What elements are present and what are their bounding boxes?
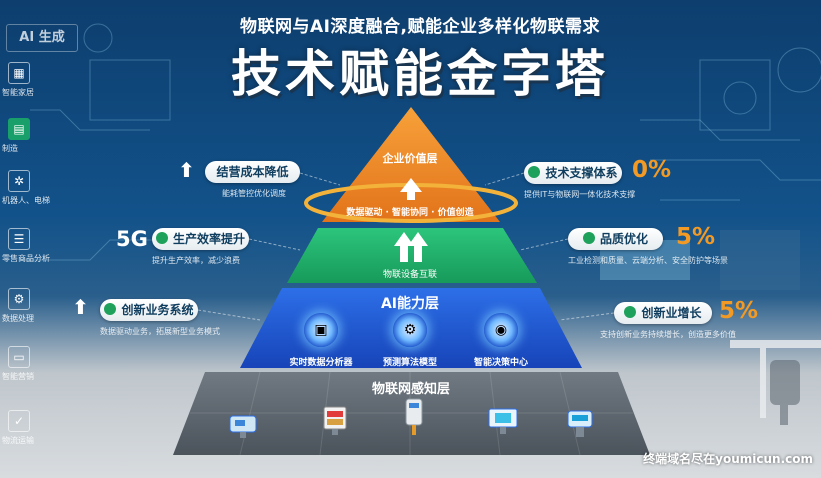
ai-generated-badge: AI 生成 bbox=[6, 24, 78, 52]
ring-slogan: 数据驱动 · 智能协同 · 价值创造 bbox=[346, 208, 474, 218]
percent-value: 5% bbox=[676, 224, 716, 250]
callout-cost-reduction: 结营成本降低 bbox=[205, 161, 300, 183]
list-icon: ☰ bbox=[8, 228, 30, 250]
footer-watermark: 终端域名尽在youmicun.com bbox=[643, 452, 813, 466]
top-layer-shape bbox=[322, 107, 500, 222]
sidebar-item-logistics[interactable]: ✓ 物流运输 bbox=[2, 410, 76, 446]
callout-quality: 品质优化 bbox=[568, 228, 663, 250]
ai-module-prediction-model: ⚙ 预测算法模型 bbox=[367, 313, 453, 368]
device-icon: ▭ bbox=[8, 346, 30, 368]
rfid-reader-icon bbox=[316, 404, 354, 438]
sidebar-item-smart-home[interactable]: ▦ 智能家居 bbox=[2, 62, 76, 98]
status-dot-icon bbox=[155, 232, 168, 244]
sidebar-item-label: 机器人、电梯 bbox=[2, 196, 50, 205]
cpu-icon: ✲ bbox=[8, 170, 30, 192]
sidebar-item-label: 数据处理 bbox=[2, 314, 34, 323]
callout-innovation-growth: 创新业增长 bbox=[614, 302, 712, 324]
callout-label: 品质优化 bbox=[599, 232, 648, 246]
callout-desc: 提升生产效率，减少浪费 bbox=[152, 256, 240, 265]
gateway-icon bbox=[395, 398, 433, 435]
ai-module-label: 智能决策中心 bbox=[473, 358, 528, 368]
sidebar-item-label: 零售商品分析 bbox=[2, 254, 50, 263]
ai-layer-label: AI能力层 bbox=[380, 296, 440, 312]
gear-icon: ⚙ bbox=[8, 288, 30, 310]
callout-desc: 能耗管控优化调度 bbox=[222, 189, 286, 198]
sidebar: AI 生成 ▦ 智能家居 ▤ 制造 ✲ 机器人、电梯 ☰ 零售商品分析 ⚙ 数据… bbox=[0, 0, 78, 478]
edge-node-icon bbox=[561, 406, 599, 440]
arrow-up-icon: ⬆ bbox=[178, 158, 195, 182]
ai-module-realtime-analysis: ▣ 实时数据分析器 bbox=[278, 313, 364, 368]
sidebar-item-label: 制造 bbox=[2, 144, 18, 153]
ai-module-label: 实时数据分析器 bbox=[289, 358, 353, 368]
status-dot-icon bbox=[104, 303, 117, 315]
check-icon: ✓ bbox=[8, 410, 30, 432]
ai-module-label: 预测算法模型 bbox=[382, 358, 437, 368]
brain-icon: ◉ bbox=[484, 313, 518, 347]
chip-icon: ▦ bbox=[8, 62, 30, 84]
callout-label: 结营成本降低 bbox=[216, 165, 289, 179]
ai-module-decision-center: ◉ 智能决策中心 bbox=[458, 313, 544, 368]
callout-desc: 数据驱动业务，拓展新型业务模式 bbox=[100, 327, 220, 336]
percent-value: 5% bbox=[719, 298, 759, 324]
callout-tech-support: 技术支撑体系 bbox=[524, 162, 622, 184]
status-dot-icon bbox=[582, 232, 595, 244]
monitor-device-icon bbox=[484, 404, 522, 438]
percent-value: 0% bbox=[632, 157, 672, 183]
callout-label: 创新业增长 bbox=[641, 306, 702, 320]
sensor-device-icon bbox=[225, 408, 263, 442]
arrow-up-icon: ⬆ bbox=[72, 295, 89, 319]
fiveg-badge: 5G bbox=[116, 227, 148, 251]
callout-new-business: 创新业务系统 bbox=[100, 299, 198, 321]
sidebar-item-label: 物流运输 bbox=[2, 436, 34, 445]
middle-layer-shape bbox=[287, 228, 537, 283]
page-subtitle: 物联网与AI深度融合,赋能企业多样化物联需求 bbox=[240, 17, 600, 37]
callout-desc: 支持创新业务持续增长，创造更多价值 bbox=[600, 330, 736, 339]
callout-label: 技术支撑体系 bbox=[545, 166, 618, 180]
base-layer-label: 物联网感知层 bbox=[371, 382, 450, 397]
callout-label: 创新业务系统 bbox=[121, 303, 194, 317]
status-dot-icon bbox=[528, 166, 541, 178]
sidebar-item-data-processing[interactable]: ⚙ 数据处理 bbox=[2, 288, 76, 324]
callout-desc: 工业检测和质量、云端分析、安全防护等场景 bbox=[568, 256, 728, 265]
callout-efficiency: 生产效率提升 bbox=[152, 228, 249, 250]
page-title: 技术赋能金字塔 bbox=[231, 45, 609, 103]
callout-label: 生产效率提升 bbox=[172, 232, 245, 246]
processor-icon: ▣ bbox=[304, 313, 338, 347]
sidebar-item-retail-analysis[interactable]: ☰ 零售商品分析 bbox=[2, 228, 76, 264]
gear-icon: ⚙ bbox=[393, 313, 427, 347]
sidebar-item-manufacturing[interactable]: ▤ 制造 bbox=[2, 118, 76, 154]
middle-layer-label: 物联设备互联 bbox=[382, 270, 437, 280]
printer-icon: ▤ bbox=[8, 118, 30, 140]
top-layer-label: 企业价值层 bbox=[382, 152, 438, 165]
sidebar-item-label: 智能家居 bbox=[2, 88, 34, 97]
status-dot-icon bbox=[624, 306, 637, 318]
sidebar-item-smart-marketing[interactable]: ▭ 智能营销 bbox=[2, 346, 76, 382]
sidebar-item-label: 智能营销 bbox=[2, 372, 34, 381]
sidebar-item-robot-elevator[interactable]: ✲ 机器人、电梯 bbox=[2, 170, 76, 206]
callout-desc: 提供IT与物联网一体化技术支撑 bbox=[524, 190, 636, 199]
